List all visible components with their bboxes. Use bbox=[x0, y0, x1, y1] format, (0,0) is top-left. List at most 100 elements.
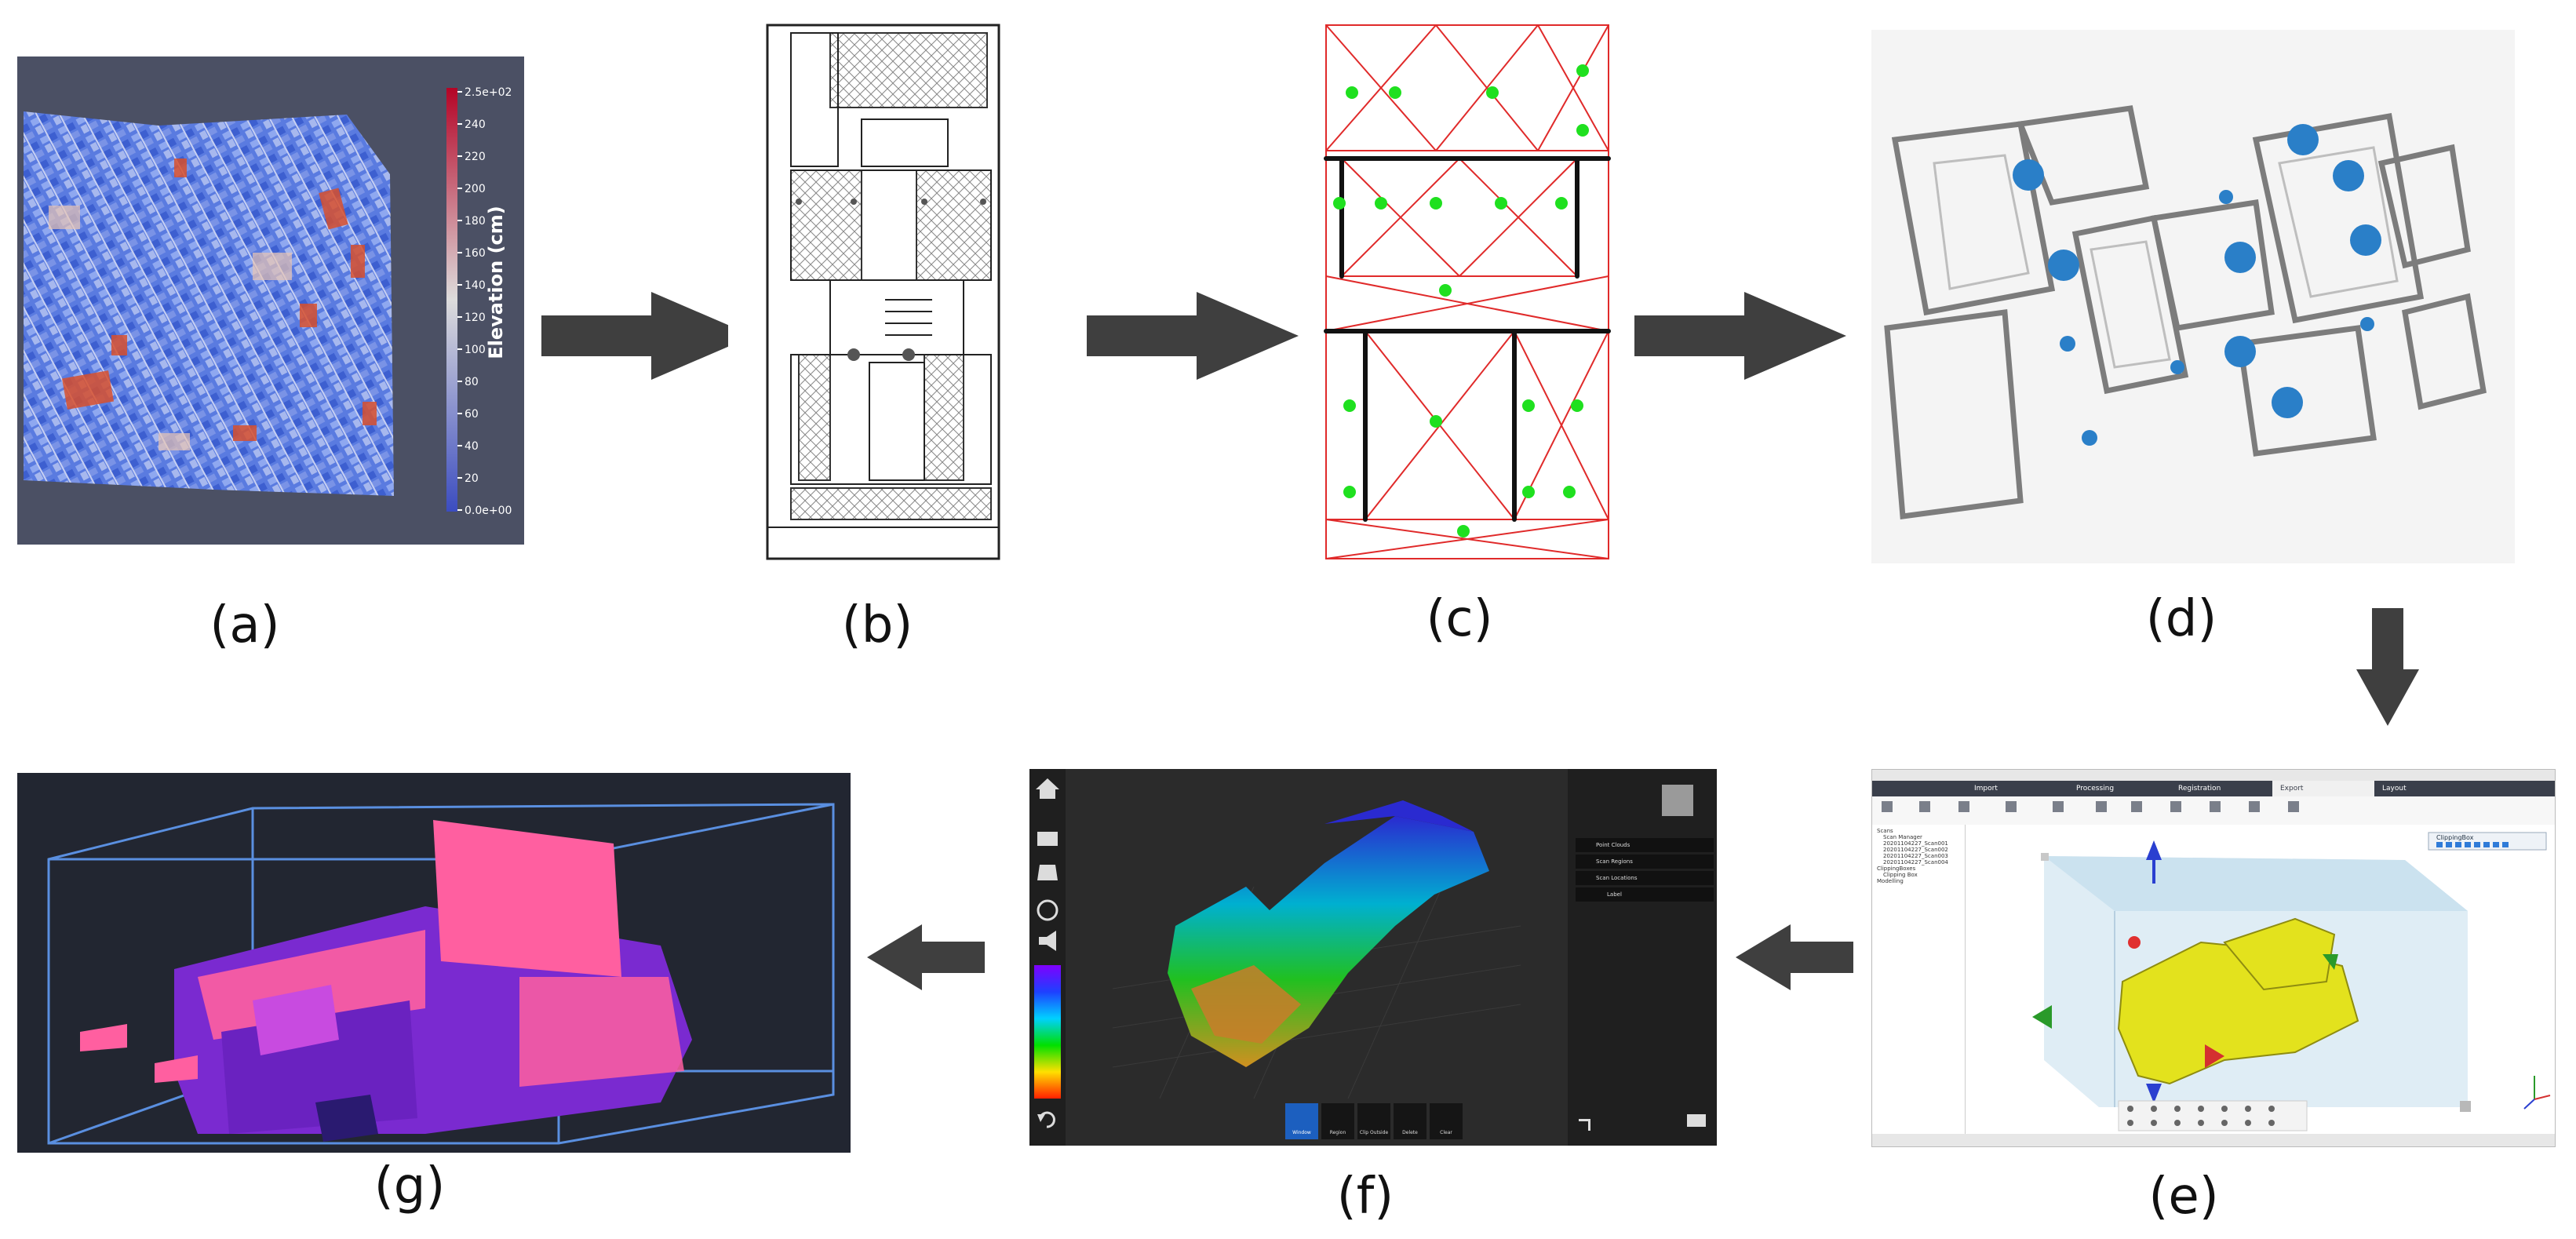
panel-b-floor-plan bbox=[728, 17, 1058, 568]
tool-region-button[interactable]: Region bbox=[1321, 1103, 1354, 1139]
viewport-3d[interactable]: ClippingBox bbox=[1966, 825, 2555, 1134]
caption-a: (a) bbox=[210, 596, 280, 654]
arrow-gizmo-up[interactable] bbox=[2146, 840, 2162, 860]
colorbar-tick-label: 120 bbox=[465, 312, 486, 324]
view-cube-icon[interactable] bbox=[1662, 785, 1693, 816]
home-icon[interactable] bbox=[1036, 778, 1059, 799]
yellow-point-cloud bbox=[2117, 917, 2359, 1085]
tool-delete-button[interactable]: Delete bbox=[1394, 1103, 1426, 1139]
colorbar-tick-label: 200 bbox=[465, 183, 486, 195]
tool-clear-button[interactable]: Clear bbox=[1430, 1103, 1463, 1139]
elevation-map-svg: 2.5e+02240220200180160140120100806040200… bbox=[17, 56, 524, 545]
red-sphere-handle[interactable] bbox=[2128, 936, 2141, 949]
undo-icon[interactable] bbox=[1036, 1108, 1059, 1131]
caption-b: (b) bbox=[841, 596, 913, 654]
tab-processing[interactable]: Processing bbox=[2076, 785, 2115, 793]
tab-export[interactable]: Export bbox=[2272, 781, 2374, 796]
monitor-icon[interactable] bbox=[1037, 832, 1058, 846]
floor-plan-svg bbox=[728, 17, 1058, 568]
axis-triad bbox=[2523, 1076, 2551, 1110]
panel-g-segmented-cloud bbox=[17, 773, 851, 1153]
color-scale bbox=[1034, 965, 1061, 1099]
rainbow-point-cloud bbox=[1168, 800, 1489, 1067]
colorbar-tick-label: 160 bbox=[465, 247, 486, 260]
colorbar-ticks: 2.5e+02240220200180160140120100806040200… bbox=[457, 86, 512, 517]
arrow-gizmo-left[interactable] bbox=[2032, 1005, 2052, 1029]
colorbar-tick-label: 80 bbox=[465, 376, 479, 388]
left-toolbar-icons bbox=[1036, 778, 1059, 951]
slice-outlines bbox=[1884, 105, 2487, 519]
scan-tree-panel: Scans Scan Manager 20201104227_Scan001 2… bbox=[1872, 825, 1966, 1134]
tool-window-button[interactable]: Window bbox=[1285, 1103, 1318, 1139]
cube-icon[interactable] bbox=[1037, 865, 1058, 880]
menu-item-scan-regions[interactable]: Scan Regions bbox=[1576, 855, 1714, 869]
caption-c: (c) bbox=[1426, 590, 1493, 648]
rotate-handle[interactable] bbox=[2323, 954, 2338, 970]
tab-layout[interactable]: Layout bbox=[2382, 785, 2407, 793]
colorbar-tick-label: 60 bbox=[465, 408, 479, 421]
elevation-colorbar bbox=[446, 88, 457, 512]
clipping-toolbar-buttons[interactable] bbox=[2436, 842, 2509, 847]
clip-toolbar: Window Region Clip Outside Delete Clear bbox=[1285, 1103, 1463, 1139]
arrow-f-to-g bbox=[867, 924, 985, 990]
colorbar-tick-label: 40 bbox=[465, 440, 479, 453]
expand-icon[interactable] bbox=[1579, 1119, 1590, 1131]
dark-viewport[interactable] bbox=[1066, 769, 1568, 1131]
tree-item[interactable]: 20201104227_Scan001 bbox=[1883, 840, 1948, 847]
tree-item[interactable]: 20201104227_Scan004 bbox=[1883, 859, 1948, 865]
arrow-d-to-e bbox=[2356, 608, 2419, 726]
tree-item[interactable]: Scans bbox=[1877, 828, 1893, 834]
tree-item[interactable]: 20201104227_Scan003 bbox=[1883, 853, 1948, 859]
menu-item-scan-locations[interactable]: Scan Locations bbox=[1576, 871, 1714, 885]
colorbar-tick-label: 2.5e+02 bbox=[465, 86, 512, 99]
cloud-slice-svg bbox=[1871, 30, 2515, 563]
arrow-gizmo-down[interactable] bbox=[2146, 1084, 2162, 1103]
scan-position-markers bbox=[2013, 124, 2381, 446]
tree-item[interactable]: 20201104227_Scan002 bbox=[1883, 847, 1948, 853]
scan-plan-svg bbox=[1318, 17, 1616, 568]
panel-f-dark-viewer: Point Clouds Scan Regions Scan Locations… bbox=[1029, 769, 1717, 1146]
high-elevation-patches bbox=[61, 159, 377, 441]
colorbar-tick-label: 140 bbox=[465, 279, 486, 292]
slice-inner-lines bbox=[1933, 146, 2399, 369]
tab-registration[interactable]: Registration bbox=[2178, 785, 2221, 793]
caption-e: (e) bbox=[2148, 1168, 2219, 1226]
ribbon-icons bbox=[1882, 801, 2299, 812]
arrow-a-to-b bbox=[541, 292, 753, 380]
caption-g: (g) bbox=[373, 1157, 446, 1215]
target-icon[interactable] bbox=[1037, 899, 1058, 921]
megaphone-icon[interactable] bbox=[1039, 931, 1056, 951]
box-handle[interactable] bbox=[2041, 853, 2049, 861]
arrow-b-to-c bbox=[1087, 292, 1299, 380]
colorbar-tick-label: 100 bbox=[465, 344, 486, 356]
wall-segments bbox=[1324, 156, 1611, 522]
hatched-courtyards bbox=[790, 32, 992, 520]
tree-item[interactable]: Modelling bbox=[1877, 878, 1904, 884]
colorbar-tick-label: 220 bbox=[465, 151, 486, 163]
layers-icon[interactable] bbox=[1687, 1114, 1706, 1127]
menu-item-point-clouds[interactable]: Point Clouds bbox=[1576, 838, 1714, 852]
arrow-e-to-f bbox=[1736, 924, 1853, 990]
panel-c-scan-plan bbox=[1318, 17, 1616, 568]
layer-menu: Point Clouds Scan Regions Scan Locations… bbox=[1576, 838, 1714, 904]
mid-elevation-patches bbox=[49, 206, 292, 450]
menu-item-label[interactable]: Label bbox=[1576, 887, 1714, 902]
ribbon-tab-strip: Import Processing Registration Export La… bbox=[1872, 781, 2555, 796]
tree-item[interactable]: Scan Manager bbox=[1883, 834, 1922, 840]
status-bar bbox=[1872, 1134, 2555, 1146]
panel-e-software-window: Import Processing Registration Export La… bbox=[1871, 769, 2556, 1147]
tree-item[interactable]: ClippingBoxes bbox=[1877, 865, 1916, 872]
tool-clip-outside-button[interactable]: Clip Outside bbox=[1357, 1103, 1390, 1139]
navigation-toolbar bbox=[2118, 1100, 2308, 1131]
viewport-svg: ClippingBox bbox=[2032, 832, 2551, 1131]
navigation-toolbar-icons[interactable] bbox=[2127, 1106, 2275, 1126]
box-handle[interactable] bbox=[2460, 1101, 2471, 1112]
tab-import[interactable]: Import bbox=[1974, 785, 1998, 793]
colorbar-title: Elevation (cm) bbox=[485, 206, 507, 359]
ribbon-toolbar bbox=[1872, 796, 2555, 825]
tree-item[interactable]: Clipping Box bbox=[1883, 872, 1918, 878]
panel-d-cloud-slice bbox=[1871, 30, 2515, 563]
arrow-gizmo-red[interactable] bbox=[2205, 1044, 2224, 1068]
clipping-toolbar-title: ClippingBox bbox=[2436, 834, 2474, 841]
